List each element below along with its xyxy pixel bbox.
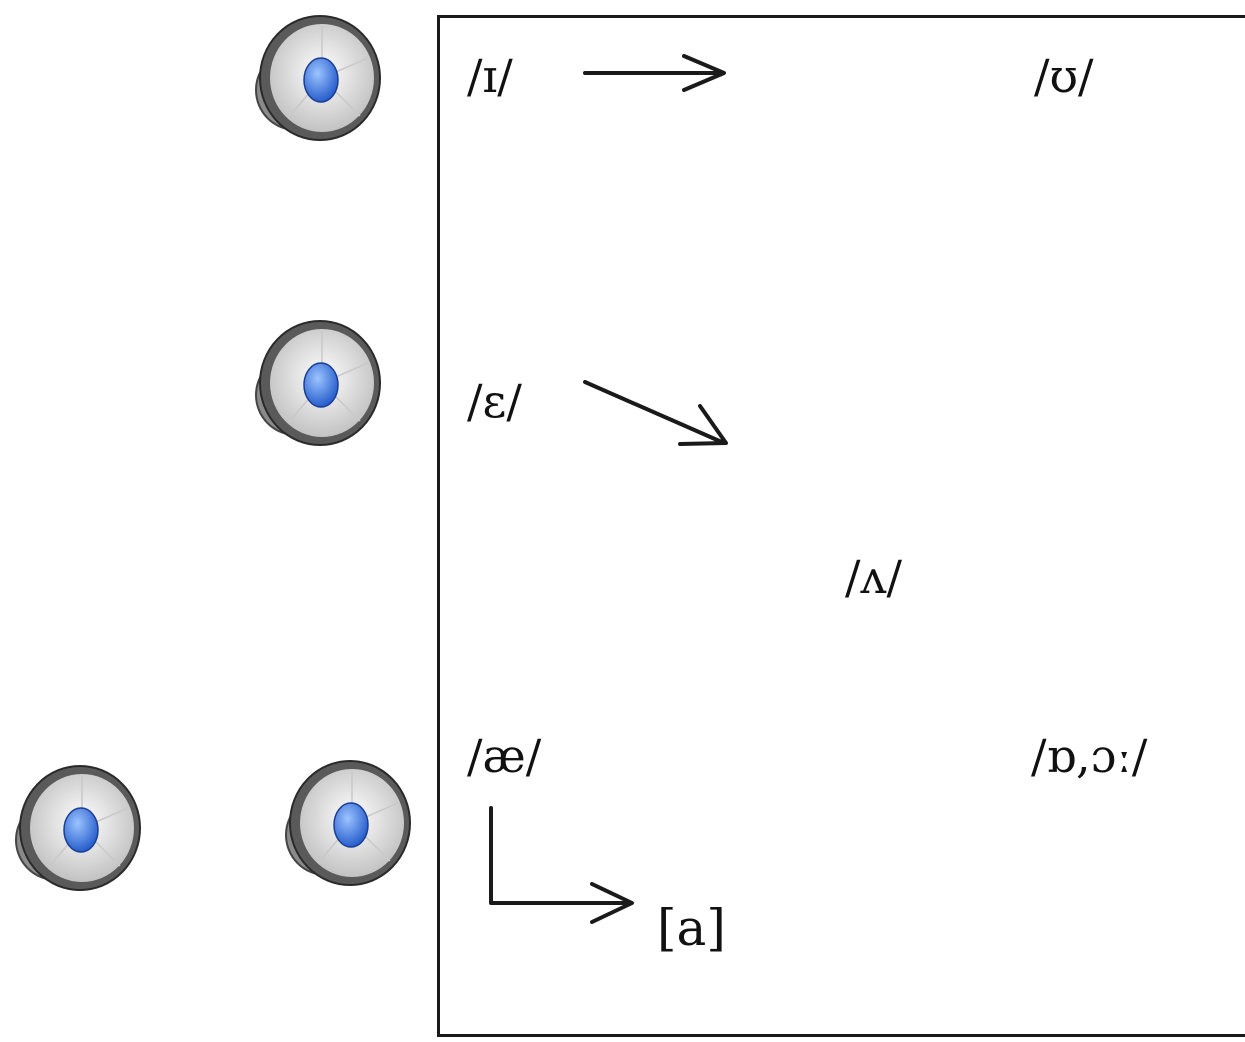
vowel-low-front: /æ/: [467, 729, 542, 783]
vowel-mid-central: /ʌ/: [845, 550, 902, 604]
vowel-mid-front: /ɛ/: [467, 374, 522, 428]
vowel-low-back: /ɒ,ɔː/: [1031, 729, 1148, 783]
speaker-icon-graphic: [285, 760, 411, 886]
speaker-icon-graphic: [15, 765, 141, 891]
speaker-icon-graphic: [255, 15, 381, 141]
speaker-icon[interactable]: [248, 8, 388, 148]
vowel-high-back: /ʊ/: [1034, 49, 1094, 103]
vowel-high-front: /ɪ/: [467, 49, 513, 103]
speaker-icon[interactable]: [8, 758, 148, 898]
vowel-shifted-a: [a]: [657, 899, 726, 957]
speaker-icon[interactable]: [278, 753, 418, 893]
speaker-icon[interactable]: [248, 313, 388, 453]
vowel-chart-frame: [437, 15, 1245, 1037]
speaker-icon-graphic: [255, 320, 381, 446]
